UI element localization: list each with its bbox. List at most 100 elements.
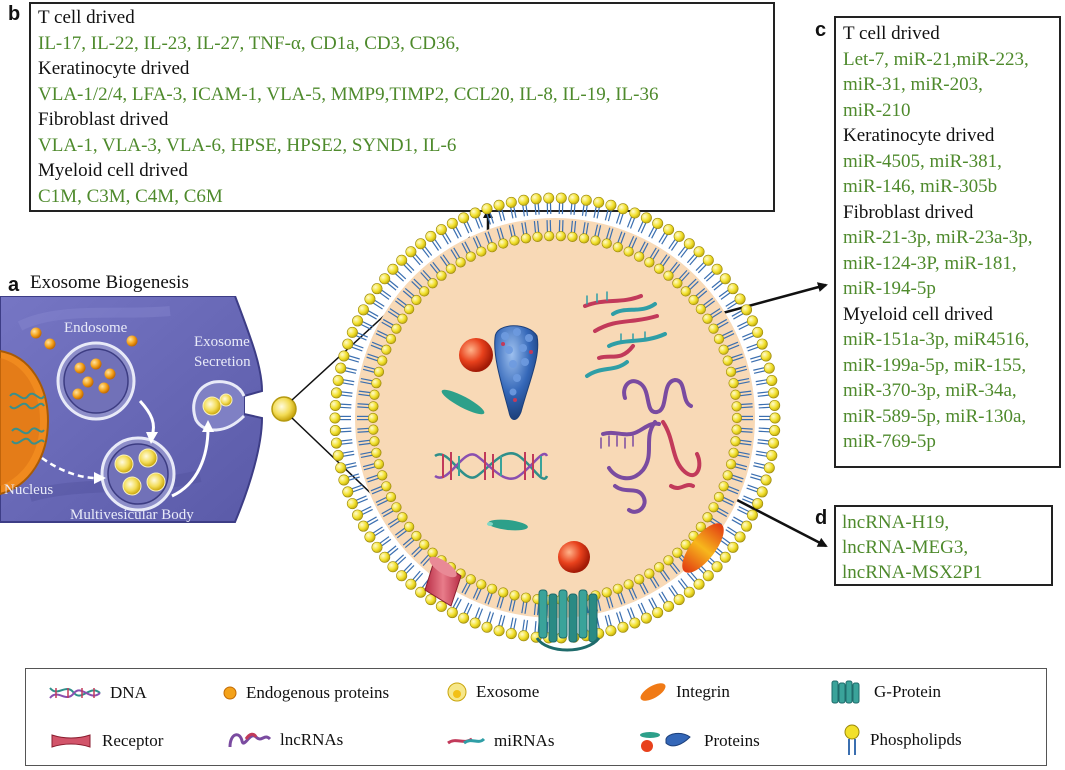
phospholipid-head (702, 313, 713, 324)
phospholipid-head (617, 203, 629, 215)
dna-helix (434, 452, 549, 480)
phospholipid-head (612, 583, 623, 594)
phospholipid-head (487, 242, 498, 253)
phospholipid-head (329, 425, 341, 437)
protein-ellipse (488, 519, 528, 531)
phospholipid-head (728, 447, 739, 458)
phospholipid-head (465, 574, 476, 585)
phospholipid-head (752, 498, 764, 510)
phospholipid-head (734, 293, 746, 305)
phospholipid-head (555, 192, 567, 204)
fibroblast-mirna-line: miR-194-5p (843, 278, 936, 299)
phospholipid-head (612, 242, 623, 253)
endogenous-proteins (30, 327, 138, 400)
legend-label-mirnas: miRNAs (494, 731, 555, 750)
integrin-icon (640, 683, 666, 701)
phospholipid-head (695, 521, 706, 532)
panel-label-a: a (8, 274, 20, 296)
legend-item-phospholipids: Phospholipds (842, 723, 962, 757)
phospholipid-head (544, 230, 555, 242)
legend-item-integrin: Integrin (638, 681, 730, 703)
protein-icon (640, 732, 691, 752)
phospholipid-head (509, 590, 520, 601)
phospholipid-head (509, 235, 520, 246)
mirna-cargo-box: T cell drived Let-7, miR-21,miR-223, miR… (834, 16, 1061, 468)
phospholipid-head (469, 617, 481, 629)
phospholipid-head (346, 326, 358, 338)
phospholipid-head (543, 192, 555, 204)
phospholipid-head (718, 481, 729, 492)
phospholipid-head (405, 578, 417, 590)
legend-item-mirnas: miRNAs (446, 731, 554, 751)
phospholipid-head (711, 263, 723, 275)
phospholipid-head (520, 233, 532, 244)
phospholipid-head (673, 230, 685, 242)
myeloid-heading: Myeloid cell drived (38, 160, 188, 181)
myeloid-mirna-line: miR-769-5p (843, 431, 936, 452)
phospholipid-head (332, 450, 344, 462)
myeloid-mirna-line: miR-370-3p, miR-34a, (843, 380, 1017, 401)
phospholipid-head (379, 551, 391, 563)
nucleus-label: Nucleus (4, 482, 53, 498)
receptor-icon (51, 734, 91, 748)
phospholipid-head (387, 561, 399, 573)
phospholipid-head (713, 491, 725, 503)
lncrna-icon (228, 732, 272, 748)
dna-icon (49, 687, 101, 699)
phospholipid-head (404, 521, 415, 532)
phospholipid-head (727, 283, 739, 295)
phospholipid-head (446, 607, 458, 619)
phospholipid-head (338, 350, 350, 362)
phospholipid-head (381, 481, 392, 492)
phospholipid-head (683, 238, 695, 250)
phospholipid-head (766, 374, 778, 386)
phospholipid-head (663, 555, 674, 566)
phospholipid-head (335, 462, 347, 474)
fibroblast-mirna-line: miR-124-3P, miR-181, (843, 252, 1017, 274)
phospholipid-head (476, 579, 487, 590)
fibroblast-mirna-line: miR-21-3p, miR-23a-3p, (843, 227, 1033, 248)
phospholipid-head (415, 238, 427, 250)
phospholipid-head (396, 254, 408, 266)
nucleus-dna (9, 392, 45, 445)
phospholipid-head (458, 612, 470, 624)
phospholipid-head (580, 194, 592, 206)
phospholipid-head (505, 196, 517, 208)
phospholipid-head (605, 199, 617, 211)
phospholipid-head (436, 270, 447, 281)
phospholipid-head (387, 263, 399, 275)
phospholipid-head (654, 263, 665, 274)
phospholipid-head (652, 607, 664, 619)
phospholipid-head (487, 583, 498, 594)
legend-item-endogenous-proteins: Endogenous proteins (222, 683, 389, 703)
phospholipid-head (371, 541, 383, 553)
phospholipid-head (458, 212, 470, 224)
lncrna-cargo-box: lncRNA-H19, lncRNA-MEG3, lncRNA-MSX2P1 (834, 505, 1053, 586)
phospholipid-head (760, 474, 772, 486)
phospholipid-head (367, 412, 379, 424)
phospholipid-head (734, 531, 746, 543)
phospholipid-head (445, 263, 456, 274)
phospholipid-head (731, 401, 742, 412)
panel-label-d: d (815, 507, 828, 529)
phospholipid-head (377, 470, 388, 481)
phospholipid-head (364, 293, 376, 305)
protein-cargo-box: T cell drived IL-17, IL-22, IL-23, IL-27… (29, 2, 775, 212)
myeloid-mirna-line: miR-151a-3p, miR4516, (843, 329, 1030, 350)
phospholipid-head (766, 450, 778, 462)
phospholipid-head (752, 326, 764, 338)
exosome-secretion-label: Secretion (194, 354, 251, 370)
g-protein (535, 589, 601, 652)
phospholipid-head (568, 193, 580, 205)
phospholipid-head (455, 257, 466, 268)
phospholipid-head (338, 474, 350, 486)
phospholipid-head (601, 587, 612, 598)
phospholipid-head (702, 570, 714, 582)
phospholipid-head (760, 350, 772, 362)
phospholipid-head (371, 283, 383, 295)
phospholipid-head (518, 630, 530, 642)
phospholipid-head (731, 424, 742, 435)
phospholipid-head (578, 233, 590, 244)
mvb-to-secretion-arrow (171, 427, 210, 498)
phospholipid-head (590, 235, 601, 246)
